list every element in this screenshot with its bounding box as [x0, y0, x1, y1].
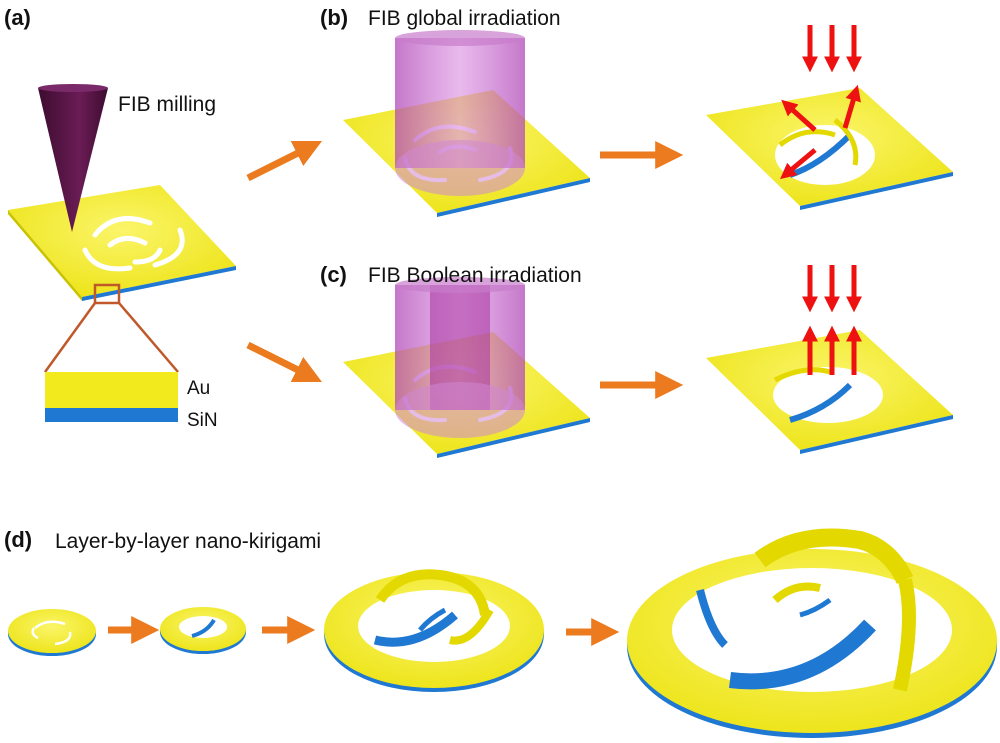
panel-d-tag: (d): [4, 527, 33, 552]
boolean-beam: [395, 277, 525, 438]
arrow-a-to-b: [246, 140, 323, 182]
stage-4-disk: [627, 528, 997, 738]
panel-c-caption: FIB Boolean irradiation: [368, 264, 582, 287]
global-beam: [395, 30, 525, 196]
stage-1-disk: [8, 609, 96, 656]
panel-c-tag: (c): [320, 262, 347, 287]
panel-b-red-arrows: [780, 25, 863, 180]
panel-a-pattern: [82, 216, 185, 272]
stage-3-disk: [324, 569, 544, 692]
layer-stack: [45, 372, 178, 422]
panel-b-caption: FIB global irradiation: [368, 7, 561, 30]
panel-a-caption: FIB milling: [118, 93, 217, 116]
layer-bottom-label: SiN: [187, 410, 218, 431]
layer-top-label: Au: [187, 378, 211, 399]
panel-a-tag: (a): [4, 5, 31, 30]
panel-a-film: [8, 185, 236, 301]
panel-c-result-film: [706, 330, 953, 454]
panel-d-caption: Layer-by-layer nano-kirigami: [55, 530, 322, 553]
zoom-lines: [43, 283, 179, 373]
arrow-a-to-c: [246, 341, 323, 383]
panel-b-result-film: [706, 88, 953, 210]
stage-2-disk: [160, 607, 246, 654]
fib-cone: [38, 84, 108, 232]
panel-b-tag: (b): [320, 5, 349, 30]
panel-c-red-arrows: [801, 265, 863, 375]
